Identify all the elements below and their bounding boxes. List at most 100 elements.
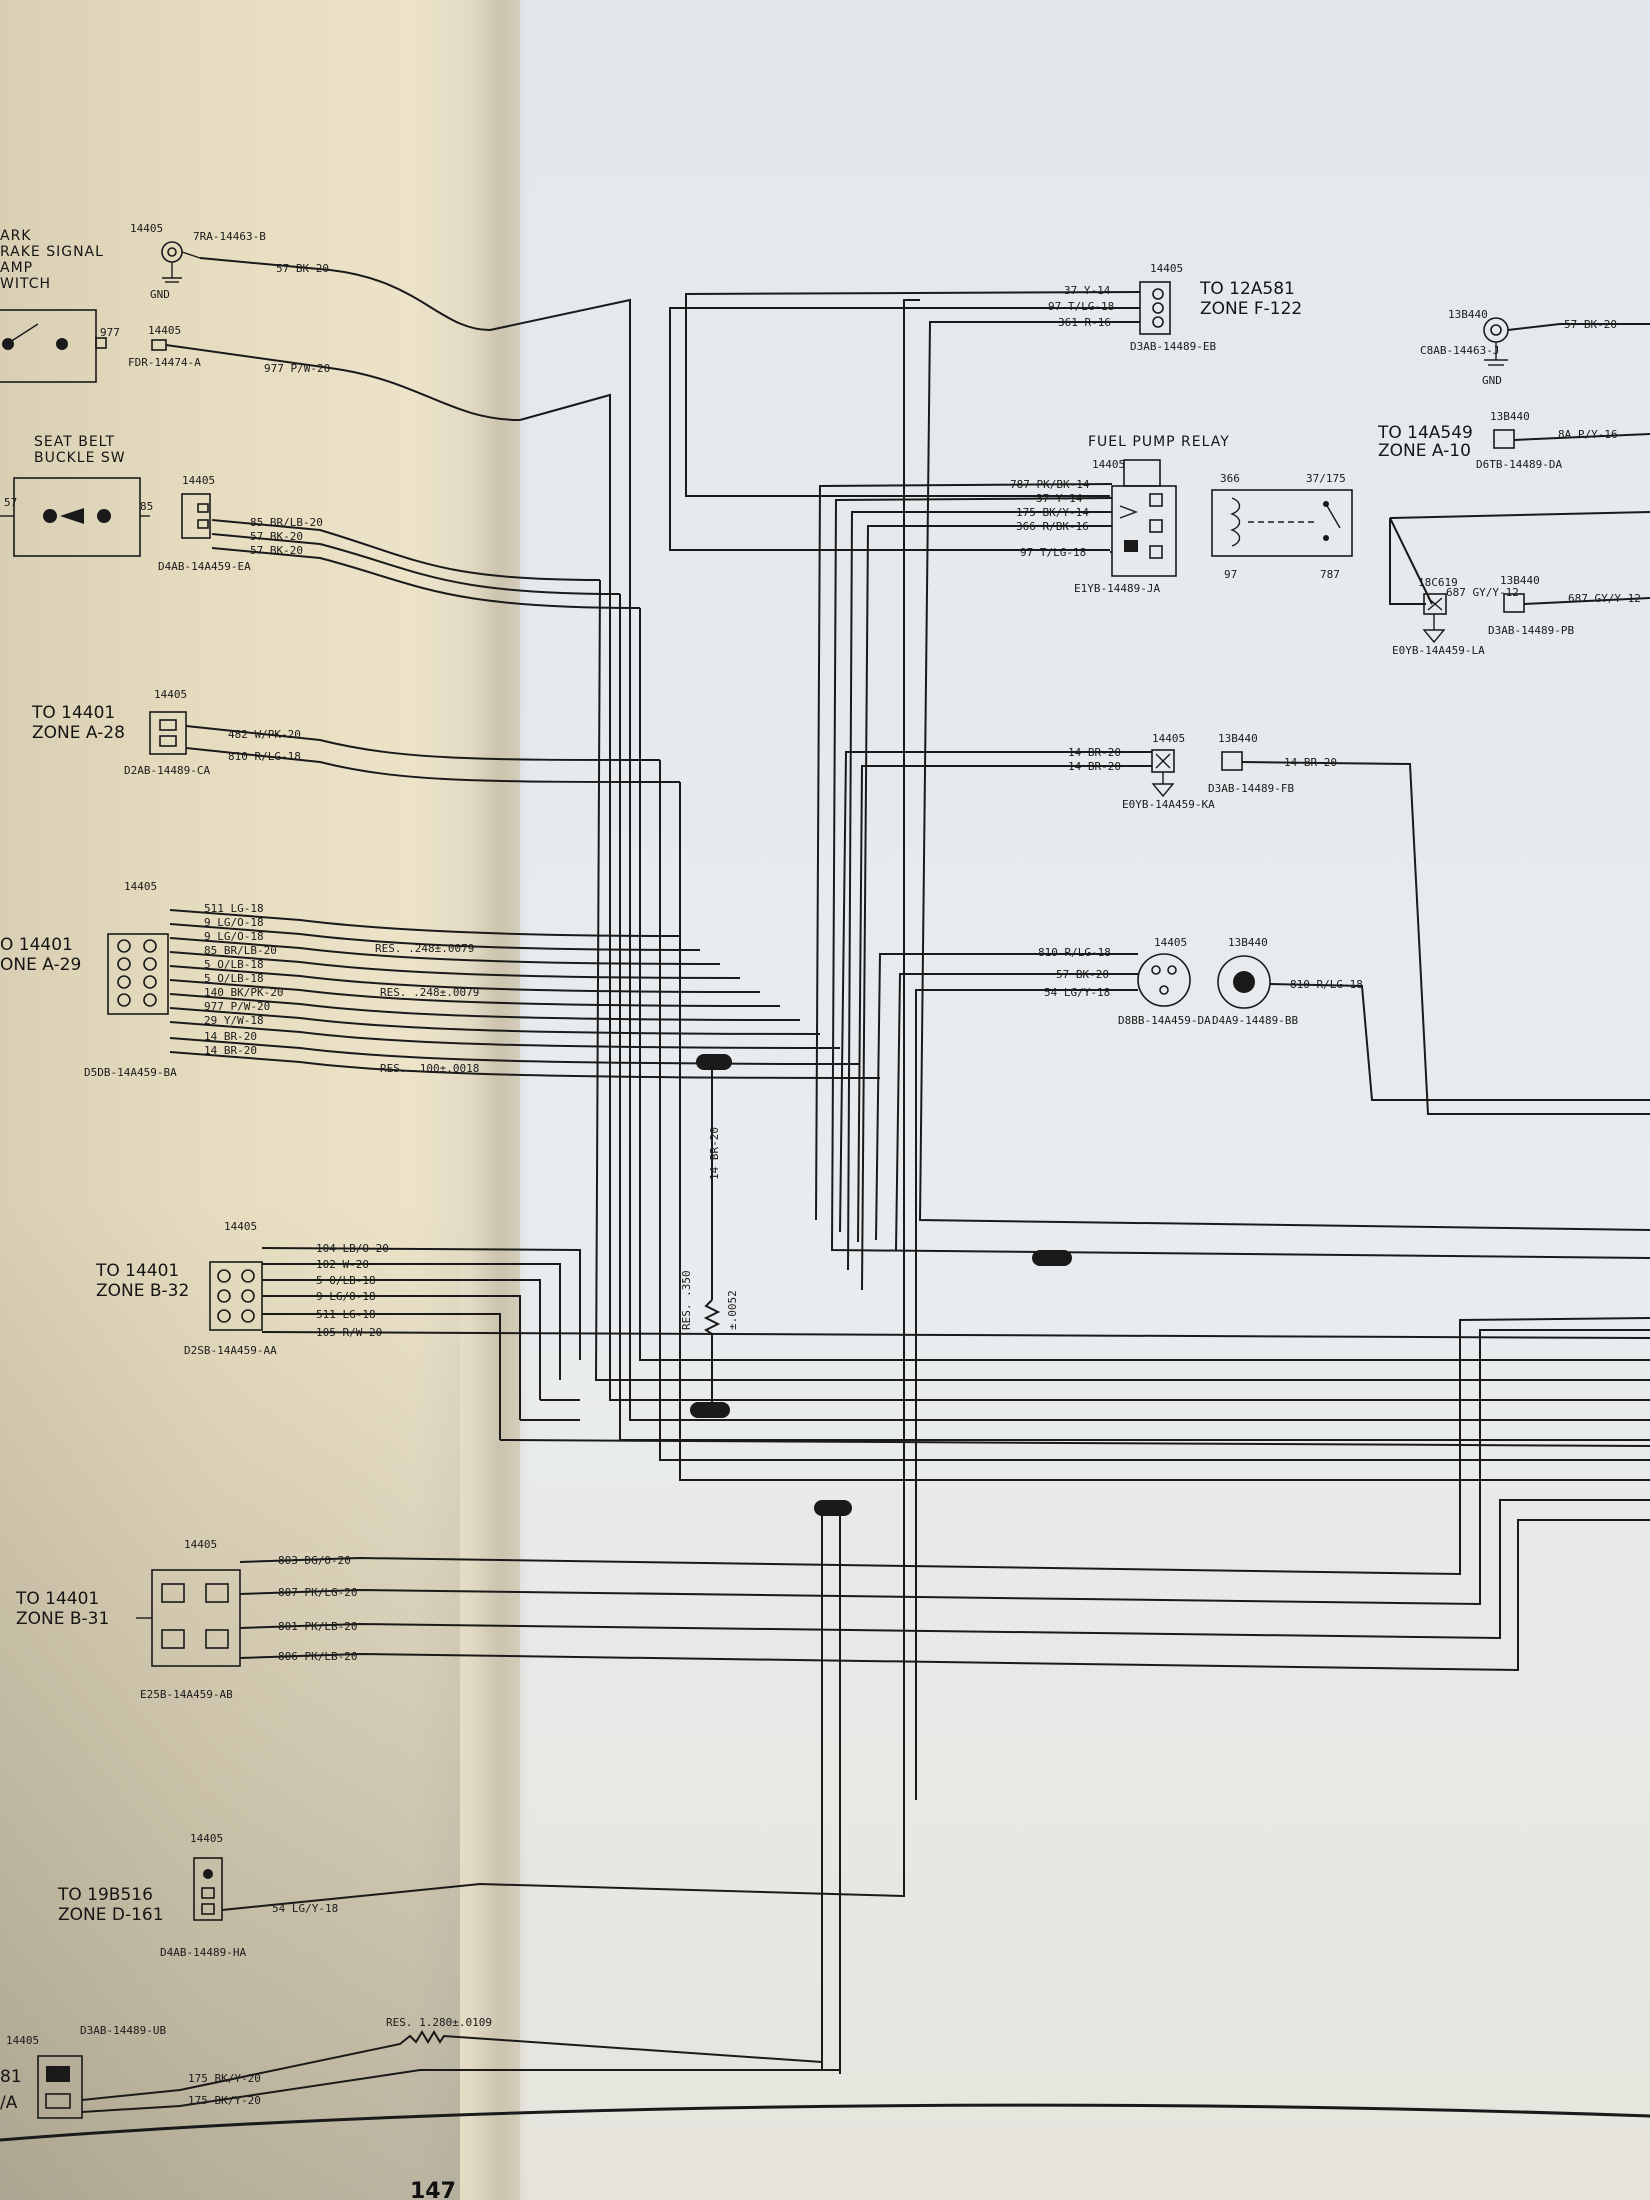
bottom-ref: D3AB-14489-UB xyxy=(80,2024,166,2037)
relay-pin-3: 97 xyxy=(1224,568,1237,581)
center-br-wire: 14 BR-20 RES. .350 ±.0052 xyxy=(680,1054,739,1418)
br14-ref-b: D3AB-14489-FB xyxy=(1208,782,1294,795)
zone-f122-block: 14405 TO 12A581 ZONE F-122 D3AB-14489-EB… xyxy=(669,262,1650,1231)
bottom-wire-1: 175 BK/Y-20 xyxy=(188,2072,261,2085)
a29-ref: D5DB-14A459-BA xyxy=(84,1066,177,1079)
b31-wire-2: 807 PK/LG-20 xyxy=(278,1586,357,1599)
zone-a28-block: TO 14401 ZONE A-28 14405 D2AB-14489-CA 4… xyxy=(31,688,681,783)
fuel-pump-wire-5: 97 T/LG-18 xyxy=(1020,546,1086,559)
zone-d161-block: TO 19B516 ZONE D-161 14405 D4AB-14489-HA… xyxy=(57,299,920,1959)
round-connector-block: 810 R/LG-18 57 BK-20 54 LG/Y-18 14405 D8… xyxy=(875,936,1650,1800)
park-brake-title-3: AMP xyxy=(0,260,33,276)
gnd-top-ref: 7RA-14463-B xyxy=(193,230,266,243)
b32-part: 14405 xyxy=(224,1220,257,1233)
b31-wire-4: 806 PK/LB-20 xyxy=(278,1650,357,1663)
a29-wire-11: 14 BR-20 xyxy=(204,1044,257,1057)
center-res-b: ±.0052 xyxy=(726,1290,739,1330)
a29-wire-4: 85 BR/LB-20 xyxy=(204,944,277,957)
park-brake-switch-block: ARK RAKE SIGNAL AMP WITCH 977 xyxy=(0,228,120,383)
bottom-frag-1: 81 xyxy=(0,2067,22,2087)
round-wire-1: 810 R/LG-18 xyxy=(1038,946,1111,959)
gnd-right-ref: C8AB-14463-J xyxy=(1420,344,1499,357)
gnd-top-label: GND xyxy=(150,288,170,301)
seat-belt-title-2: BUCKLE SW xyxy=(34,450,126,466)
d161-ref: D4AB-14489-HA xyxy=(160,1946,246,1959)
book-gutter xyxy=(470,0,530,2200)
a10-title-1: TO 14A549 xyxy=(1377,423,1473,443)
seat-belt-title-1: SEAT BELT xyxy=(34,434,115,450)
park-brake-title-2: RAKE SIGNAL xyxy=(0,244,104,260)
br14-part-b: 13B440 xyxy=(1218,732,1258,745)
a29-resistor-2: RES. .248±.0079 xyxy=(380,986,479,999)
b31-wire-3: 801 PK/LB-20 xyxy=(278,1620,357,1633)
a10-connector xyxy=(1493,429,1515,449)
bottom-connector xyxy=(37,2055,83,2119)
seat-belt-pin-left: 57 xyxy=(4,496,17,509)
br14-connector-b xyxy=(1221,751,1243,771)
a10-part: 13B440 xyxy=(1490,410,1530,423)
zone-b32-block: TO 14401 ZONE B-32 14405 D2SB-14A459-AA … xyxy=(95,1220,1650,1440)
b31-title-2: ZONE B-31 xyxy=(16,1609,109,1629)
bottom-part: 14405 xyxy=(6,2034,39,2047)
zone-a10-block: TO 14A549 ZONE A-10 13B440 D6TB-14489-DA… xyxy=(1377,410,1650,471)
round-connector-b xyxy=(1217,955,1271,1009)
d161-part: 14405 xyxy=(190,1832,223,1845)
round-connector-a xyxy=(1137,953,1191,1007)
round-wire-3: 54 LG/Y-18 xyxy=(1044,986,1110,999)
seat-belt-wire-2: 57 BK-20 xyxy=(250,530,303,543)
center-wire-label: 14 BR-20 xyxy=(708,1127,721,1180)
gnd-right-part: 13B440 xyxy=(1448,308,1488,321)
park-brake-title-4: WITCH xyxy=(0,276,51,292)
a28-title-1: TO 14401 xyxy=(31,703,115,723)
seat-belt-block: SEAT BELT BUCKLE SW 57 85 14405 D4AB-14A… xyxy=(0,434,641,609)
a29-title-1: O 14401 xyxy=(0,935,73,955)
a29-wire-8: 977 P/W-20 xyxy=(204,1000,270,1013)
b31-part: 14405 xyxy=(184,1538,217,1551)
fuel-pump-ref: E1YB-14489-JA xyxy=(1074,582,1160,595)
a28-ref: D2AB-14489-CA xyxy=(124,764,210,777)
d161-title-2: ZONE D-161 xyxy=(58,1905,164,1925)
c619-part-a: 18C619 xyxy=(1418,576,1458,589)
a29-wire-3: 9 LG/O-18 xyxy=(204,930,264,943)
a28-title-2: ZONE A-28 xyxy=(32,723,125,743)
park-brake-switch-symbol xyxy=(0,309,97,383)
left-trunk-wires xyxy=(489,298,1650,1481)
a29-wire-1: 511 LG-18 xyxy=(204,902,264,915)
d161-wire: 54 LG/Y-18 xyxy=(272,1902,338,1915)
page-shadow xyxy=(0,1200,460,2200)
relay-pin-1: 366 xyxy=(1220,472,1240,485)
b31-ref: E25B-14A459-AB xyxy=(140,1688,233,1701)
a10-title-2: ZONE A-10 xyxy=(1378,441,1471,461)
a29-wire-5: 5 O/LB-18 xyxy=(204,958,264,971)
a29-resistor-3: RES. .100±.0018 xyxy=(380,1062,479,1075)
round-part-a: 14405 xyxy=(1154,936,1187,949)
f122-ref: D3AB-14489-EB xyxy=(1130,340,1216,353)
relay-pin-2: 37/175 xyxy=(1306,472,1346,485)
zone-a29-block: O 14401 ONE A-29 14405 D5DB-14A459-BA 51… xyxy=(0,880,881,1079)
relay-pin-4: 787 xyxy=(1320,568,1340,581)
bottom-frag-2: /A xyxy=(0,2093,18,2113)
seat-belt-switch-symbol xyxy=(13,477,141,557)
br14-block: 14 BR-20 14 BR-20 14405 E0YB-14A459-KA 1… xyxy=(839,732,1650,1243)
br14-part-a: 14405 xyxy=(1152,732,1185,745)
seat-belt-wire-3: 57 BK-20 xyxy=(250,544,303,557)
bottom-left-block: 14405 D3AB-14489-UB 81 /A 175 BK/Y-20 17… xyxy=(0,2016,1650,2142)
round-part-b: 13B440 xyxy=(1228,936,1268,949)
f122-wire-1: 37 Y-14 xyxy=(1064,284,1111,297)
splice-1 xyxy=(696,1054,732,1070)
fuel-pump-title: FUEL PUMP RELAY xyxy=(1088,434,1230,450)
d161-title-1: TO 19B516 xyxy=(57,1885,153,1905)
seat-belt-pin-right: 85 xyxy=(140,500,153,513)
park-brake-pin: 977 xyxy=(100,326,120,339)
b31-title-1: TO 14401 xyxy=(15,1589,99,1609)
a29-wire-9: 29 Y/W-18 xyxy=(204,1014,264,1027)
a10-wire: 8A P/Y-16 xyxy=(1558,428,1618,441)
d161-connector xyxy=(193,1857,223,1921)
a29-wire-6: 5 O/LB-18 xyxy=(204,972,264,985)
fuel-pump-relay-symbol xyxy=(1211,489,1353,557)
fdr-part: 14405 xyxy=(148,324,181,337)
bottom-resistor: RES. 1.280±.0109 xyxy=(386,2016,492,2029)
a29-title-2: ONE A-29 xyxy=(0,955,81,975)
